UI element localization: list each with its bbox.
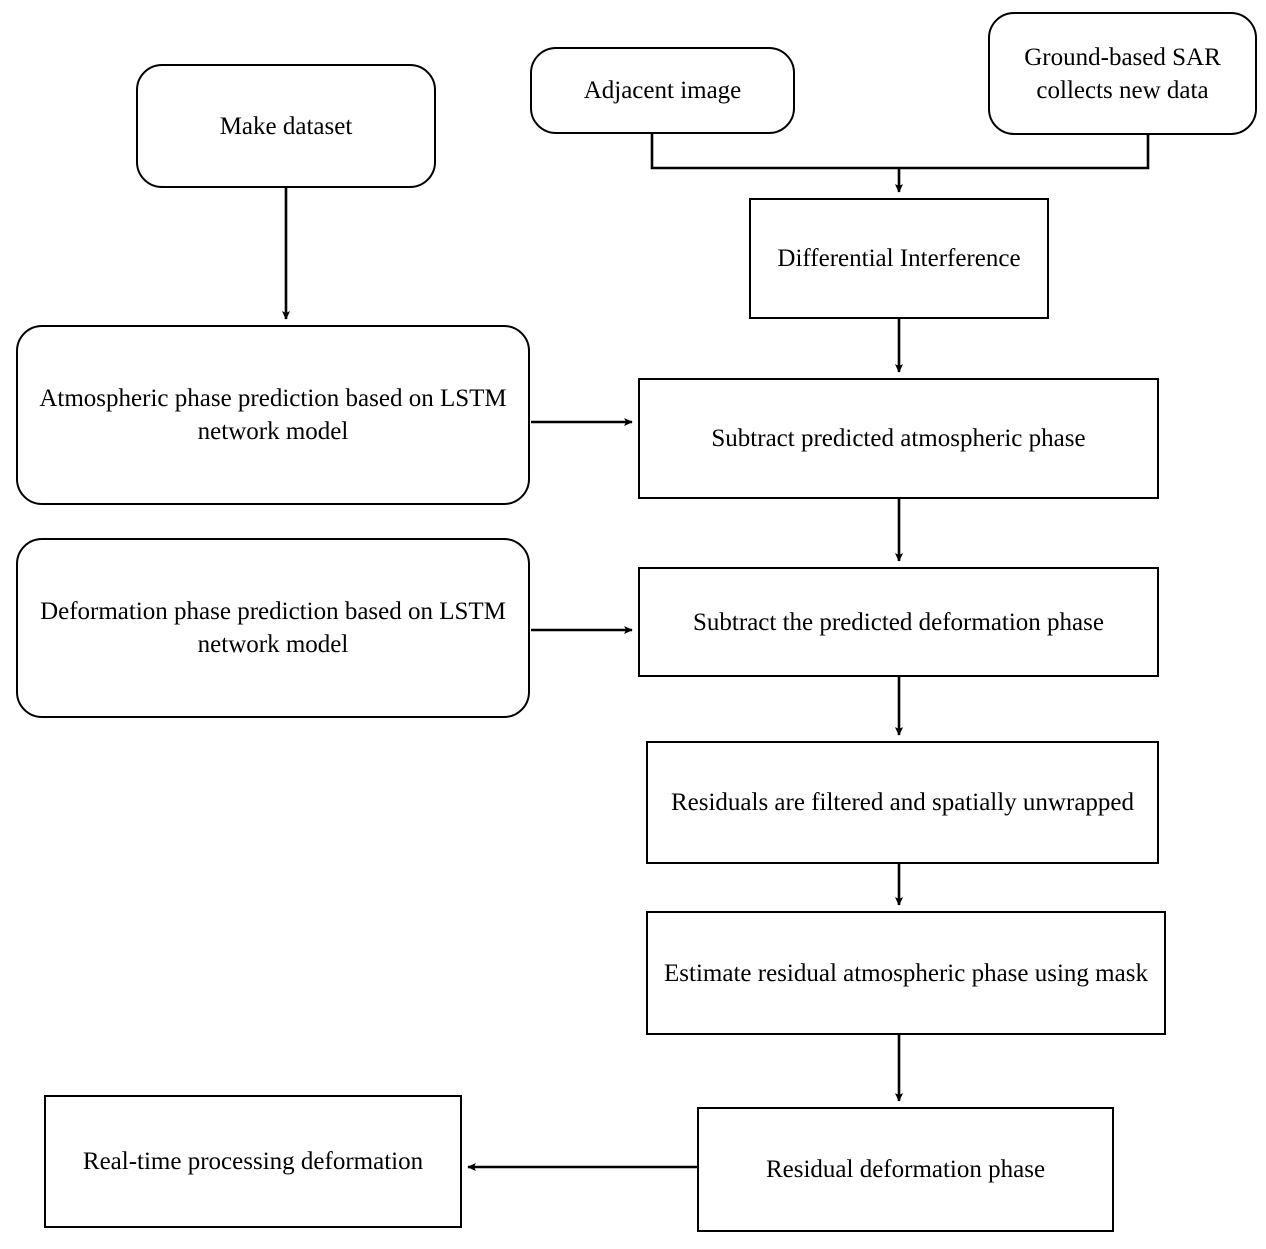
node-label: Make dataset (219, 112, 353, 140)
node-label: Residual deformation phase (765, 1156, 1046, 1183)
node-label: Atmospheric phase prediction based on LS… (39, 385, 507, 445)
node-label: Deformation phase prediction based on LS… (40, 598, 506, 658)
node-residual-deformation-phase[interactable]: Residual deformation phase (697, 1107, 1114, 1232)
edge-ground-sar-to-merge (899, 135, 1150, 170)
node-estimate-residual-atmospheric-phase[interactable]: Estimate residual atmospheric phase usin… (646, 911, 1166, 1035)
node-atmospheric-phase-prediction[interactable]: Atmospheric phase prediction based on LS… (16, 325, 530, 505)
edge-adjacent-image-to-merge (650, 134, 899, 170)
node-deformation-phase-prediction[interactable]: Deformation phase prediction based on LS… (16, 538, 530, 718)
node-label: Subtract the predicted deformation phase (693, 608, 1104, 636)
node-differential-interference[interactable]: Differential Interference (749, 198, 1049, 319)
node-subtract-predicted-deformation-phase[interactable]: Subtract the predicted deformation phase (638, 567, 1159, 677)
node-ground-based-sar[interactable]: Ground-based SAR collects new data (988, 12, 1257, 135)
node-subtract-predicted-atmospheric-phase[interactable]: Subtract predicted atmospheric phase (638, 378, 1159, 499)
node-label: Subtract predicted atmospheric phase (711, 425, 1086, 452)
node-adjacent-image[interactable]: Adjacent image (530, 47, 795, 134)
node-label: Ground-based SAR collects new data (1024, 43, 1221, 104)
node-label: Adjacent image (583, 77, 742, 104)
node-make-dataset[interactable]: Make dataset (136, 64, 436, 188)
node-label: Residuals are filtered and spatially unw… (670, 789, 1135, 816)
node-label: Real-time processing deformation (82, 1148, 424, 1175)
node-real-time-processing-deformation[interactable]: Real-time processing deformation (44, 1095, 462, 1228)
node-label: Estimate residual atmospheric phase usin… (664, 959, 1148, 987)
node-label: Differential Interference (777, 245, 1021, 272)
node-residuals-filtered-unwrapped[interactable]: Residuals are filtered and spatially unw… (646, 741, 1159, 864)
